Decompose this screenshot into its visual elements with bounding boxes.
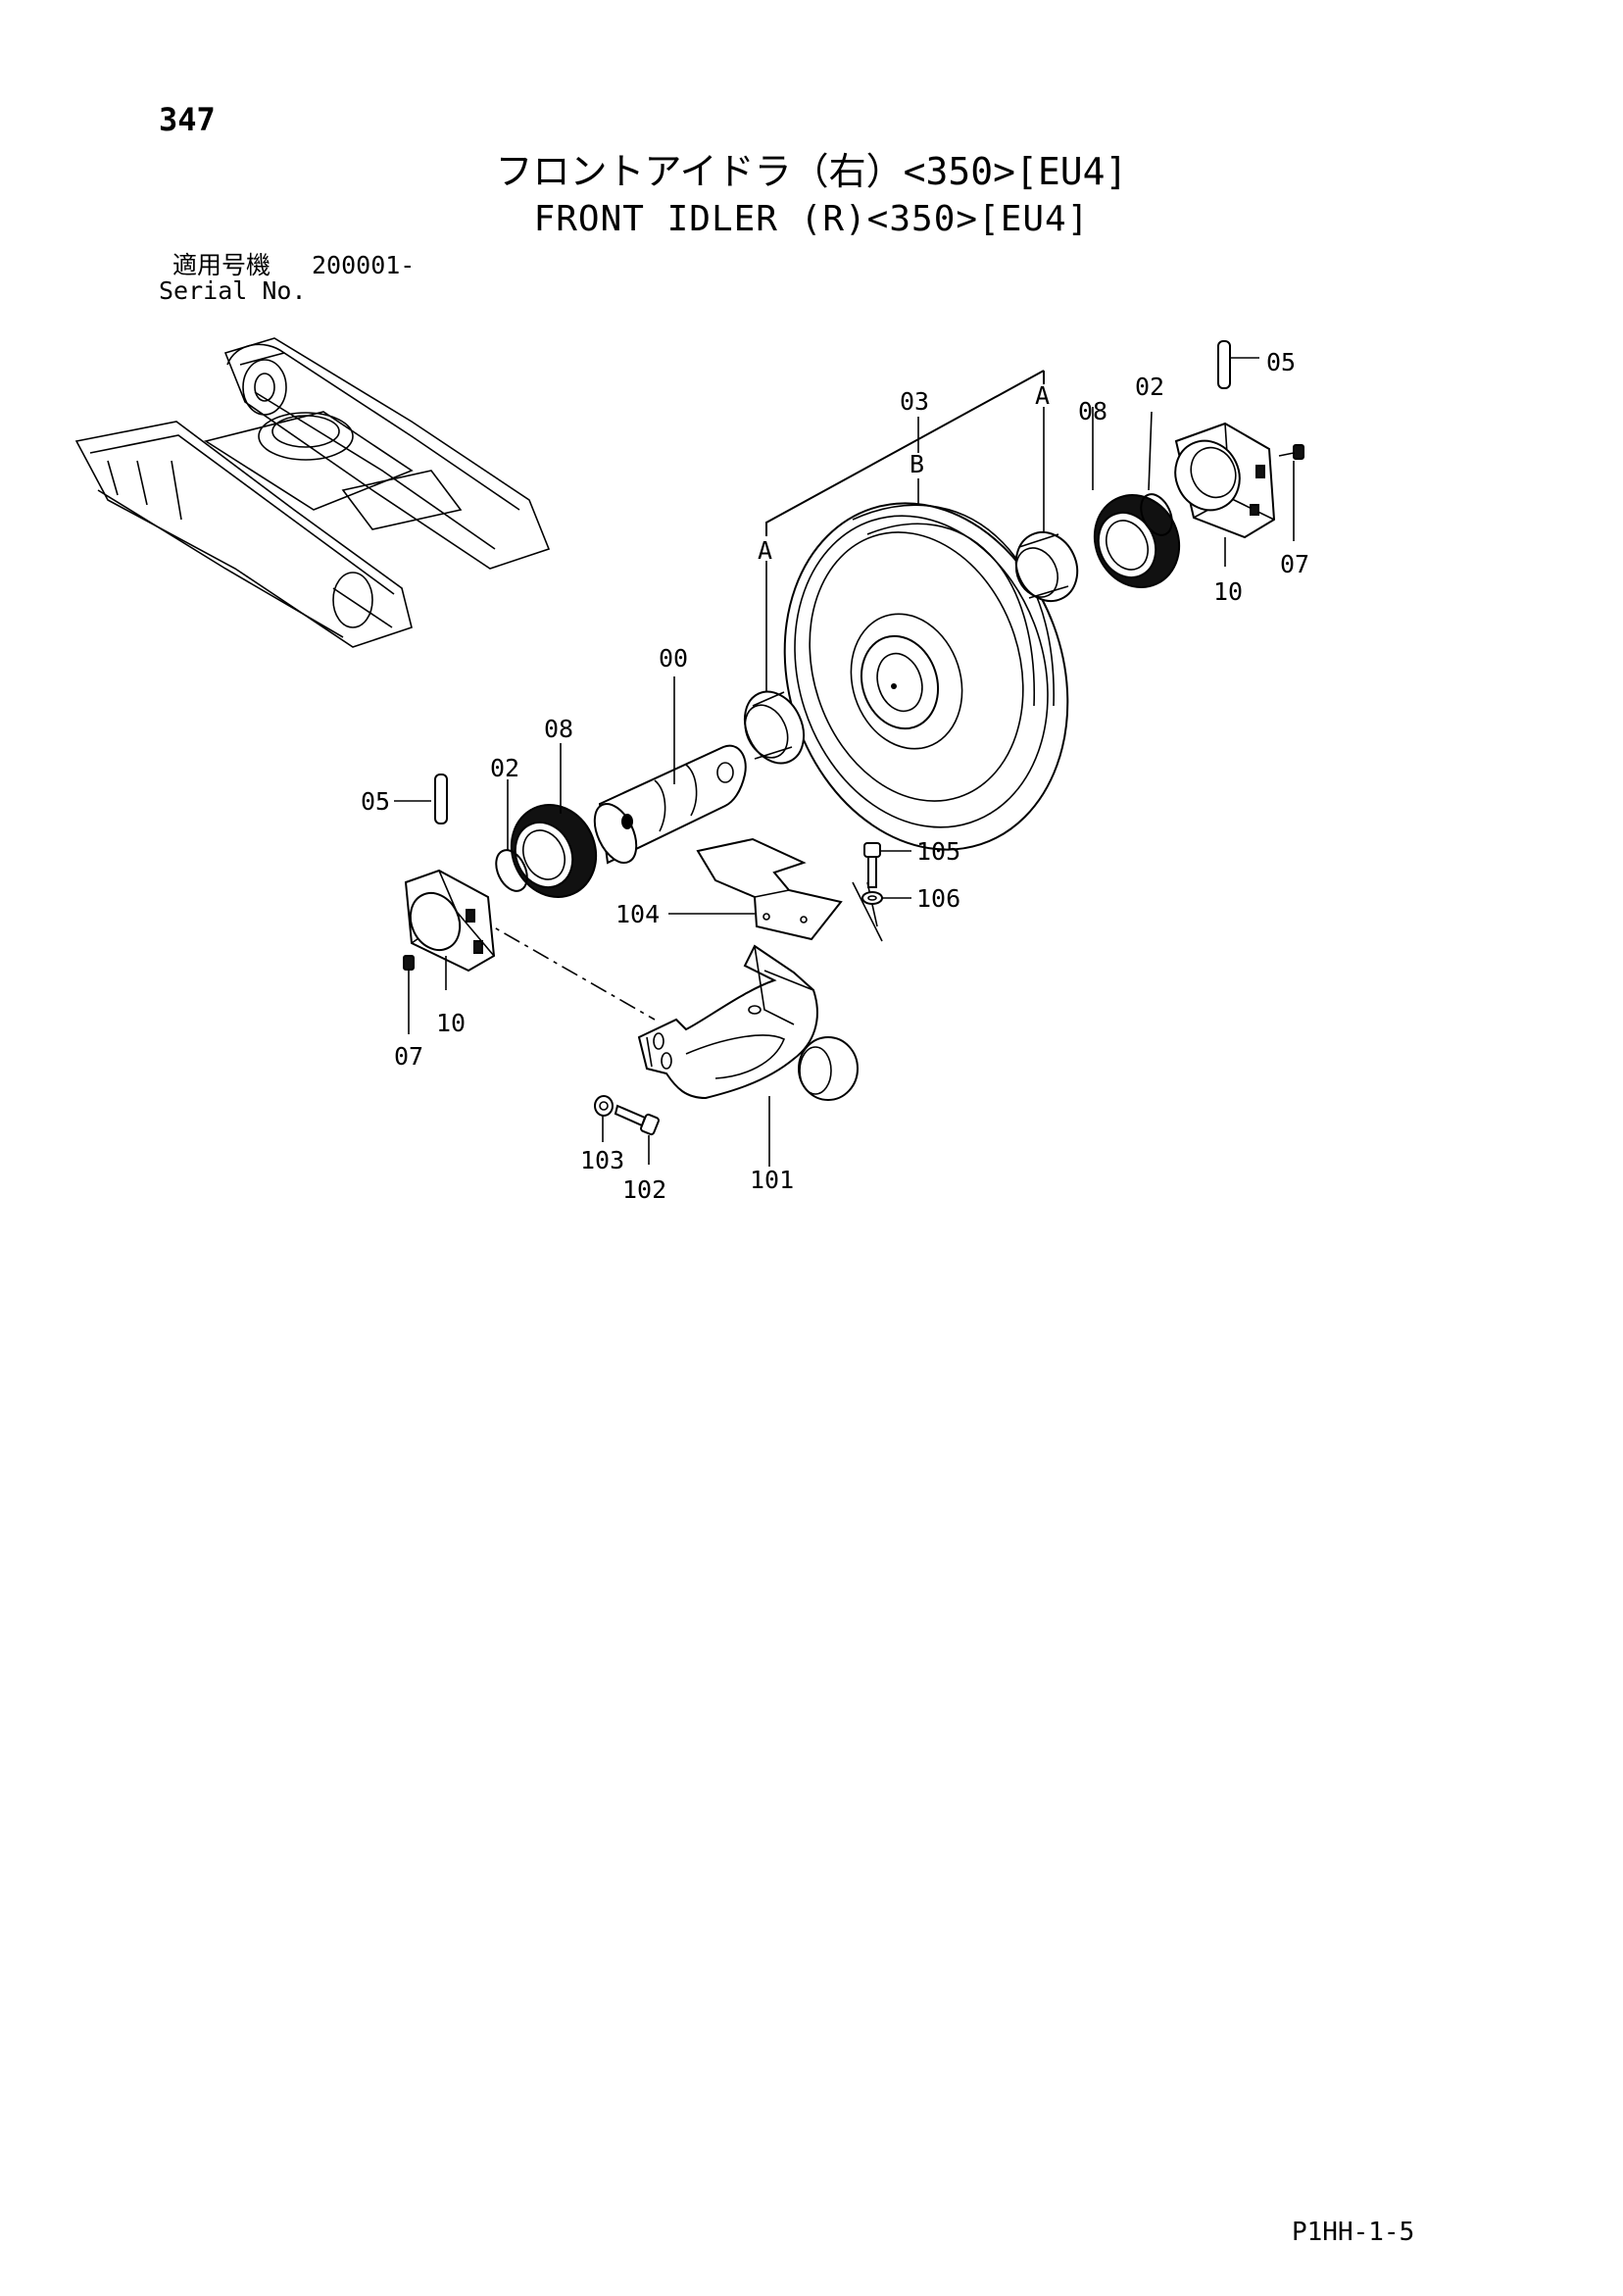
set-screw-right (1293, 444, 1304, 460)
callout-08-right: 08 (1078, 397, 1107, 425)
figure-code: P1HH-1-5 (1292, 2218, 1415, 2247)
callout-a-top: A (1035, 381, 1050, 410)
washer-part-106 (861, 891, 883, 905)
callout-07-right: 07 (1280, 550, 1309, 578)
callout-10-right: 10 (1213, 577, 1243, 606)
serial-label-japanese: 適用号機 (172, 251, 271, 279)
bushing-right (1014, 530, 1079, 603)
callout-02-left: 02 (490, 754, 519, 782)
callout-10-left: 10 (436, 1009, 466, 1037)
page-title-japanese: フロントアイドラ（右）<350>[EU4] (495, 150, 1128, 193)
callout-106: 106 (916, 884, 960, 913)
callout-101: 101 (750, 1166, 794, 1194)
callout-102: 102 (622, 1175, 666, 1204)
serial-number-value: 200001- (312, 251, 416, 279)
callout-05-left: 05 (361, 787, 390, 816)
set-screw-left (403, 955, 415, 971)
callout-05-right: 05 (1266, 348, 1296, 376)
callout-105: 105 (916, 837, 960, 866)
callout-leader-lines (394, 357, 1295, 1167)
callout-labels: 03 B A A 08 02 05 07 10 00 08 02 05 10 0… (361, 348, 1309, 1204)
yoke-part-101 (637, 944, 859, 1101)
o-ring-left (495, 849, 528, 892)
cover-plate-part-104 (696, 837, 843, 941)
o-ring-right (1140, 493, 1173, 536)
page-title-english: FRONT IDLER (R)<350>[EU4] (533, 199, 1090, 239)
bolt-part-105 (863, 842, 881, 888)
floating-seal-left (510, 804, 598, 898)
undercarriage-overview-illustration (74, 337, 551, 648)
pin-left (434, 774, 448, 824)
callout-02-right: 02 (1135, 373, 1164, 401)
callout-07-left: 07 (394, 1042, 423, 1071)
bracket-left (404, 869, 496, 973)
idler-wheel-part-03 (783, 502, 1069, 851)
callout-03: 03 (900, 387, 929, 416)
bushing-left (743, 690, 806, 765)
washer-part-103 (594, 1095, 614, 1117)
callout-b: B (910, 450, 924, 478)
bracket-right (1174, 422, 1276, 539)
callout-a-left: A (758, 536, 772, 565)
bolt-part-102 (614, 1104, 660, 1136)
floating-seal-right (1093, 494, 1181, 588)
pin-right (1217, 340, 1231, 389)
serial-label-english: Serial No. (159, 276, 307, 305)
reference-lines (474, 370, 1045, 1021)
idler-shaft-part-00 (593, 744, 747, 865)
callout-104: 104 (615, 900, 660, 928)
callout-103: 103 (580, 1146, 624, 1174)
page-number: 347 (159, 101, 216, 138)
callout-00: 00 (659, 644, 688, 673)
callout-08-left: 08 (544, 715, 573, 743)
